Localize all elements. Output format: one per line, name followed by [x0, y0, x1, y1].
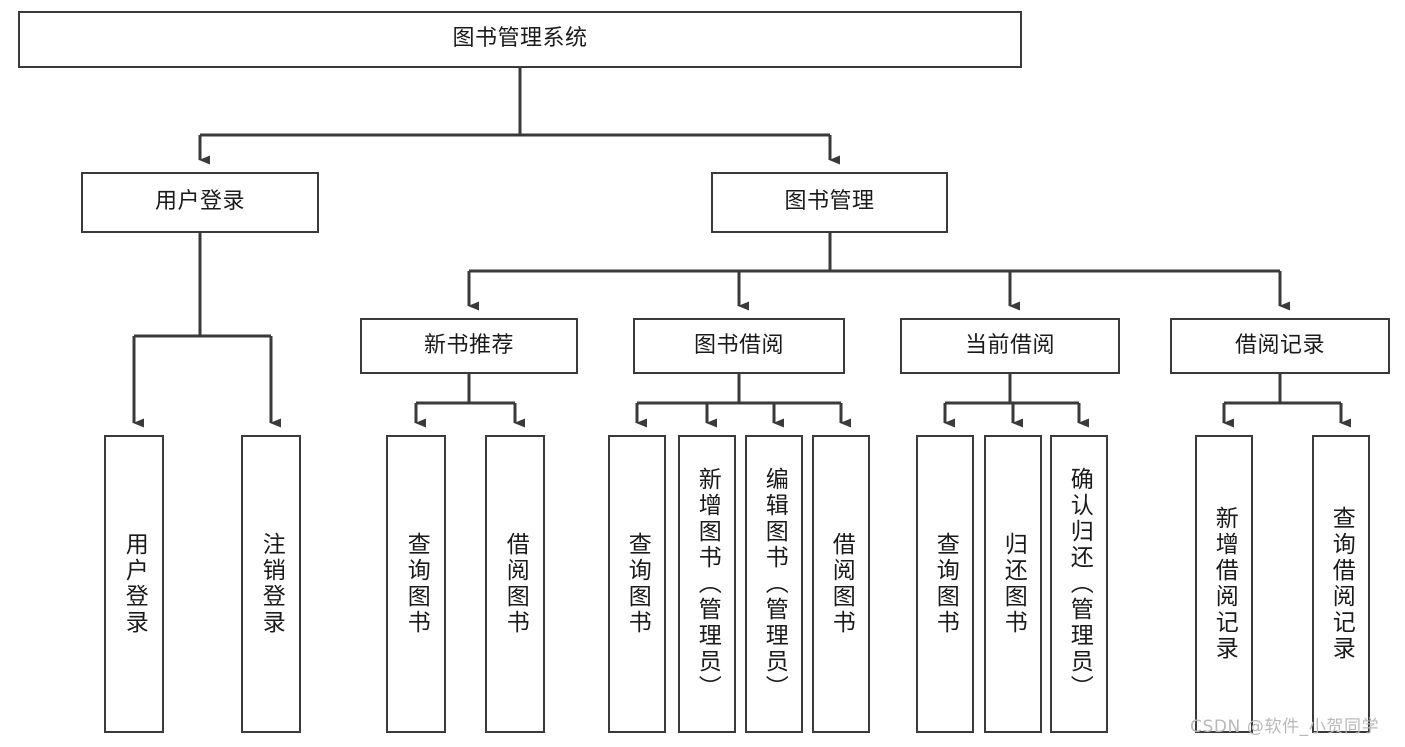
node-root-system[interactable]: 图书管理系统 — [18, 11, 1022, 68]
node-label: 新书推荐 — [423, 332, 514, 358]
watermark-text: CSDN @软件_小贺同学 — [1190, 717, 1380, 737]
node-leaf-br-add-record[interactable]: 新增借阅记录 — [1195, 435, 1253, 733]
node-label: 新增借阅记录 — [1211, 506, 1238, 662]
node-leaf-cb-return-book[interactable]: 归还图书 — [984, 435, 1042, 733]
node-borrow-record[interactable]: 借阅记录 — [1170, 318, 1390, 374]
node-leaf-br-query-record[interactable]: 查询借阅记录 — [1312, 435, 1370, 733]
node-current-borrow[interactable]: 当前借阅 — [900, 318, 1120, 374]
node-leaf-bb-edit-book-admin[interactable]: 编辑图书（管理员） — [745, 435, 803, 733]
node-label: 借阅记录 — [1234, 332, 1325, 358]
node-leaf-bb-borrow-book[interactable]: 借阅图书 — [812, 435, 870, 733]
node-label: 注销登录 — [258, 532, 285, 636]
node-leaf-bb-add-book-admin[interactable]: 新增图书（管理员） — [678, 435, 736, 733]
node-leaf-rec-borrow-book[interactable]: 借阅图书 — [485, 435, 545, 733]
node-label: 确认归还（管理员） — [1066, 467, 1093, 701]
node-leaf-cb-confirm-return-admin[interactable]: 确认归还（管理员） — [1050, 435, 1108, 733]
node-label: 用户登录 — [121, 532, 148, 636]
node-label: 图书管理 — [784, 189, 875, 215]
node-new-book-recommendation[interactable]: 新书推荐 — [360, 318, 578, 374]
node-label: 图书借阅 — [693, 332, 784, 358]
node-leaf-bb-query-book[interactable]: 查询图书 — [608, 435, 666, 733]
node-label: 查询借阅记录 — [1328, 506, 1355, 662]
node-book-borrow[interactable]: 图书借阅 — [633, 318, 845, 374]
node-label: 归还图书 — [1000, 532, 1027, 636]
node-label: 当前借阅 — [964, 332, 1055, 358]
node-leaf-cb-query-book[interactable]: 查询图书 — [916, 435, 974, 733]
node-label: 借阅图书 — [502, 532, 529, 636]
node-label: 用户登录 — [154, 189, 245, 215]
node-label: 查询图书 — [932, 532, 959, 636]
node-leaf-rec-query-book[interactable]: 查询图书 — [386, 435, 446, 733]
node-leaf-user-login[interactable]: 用户登录 — [104, 435, 164, 733]
node-label: 借阅图书 — [828, 532, 855, 636]
node-user-login[interactable]: 用户登录 — [81, 172, 319, 233]
node-leaf-logout[interactable]: 注销登录 — [241, 435, 301, 733]
node-book-manage[interactable]: 图书管理 — [711, 172, 948, 233]
node-label: 编辑图书（管理员） — [761, 467, 788, 701]
node-label: 图书管理系统 — [452, 26, 588, 52]
node-label: 查询图书 — [403, 532, 430, 636]
node-label: 新增图书（管理员） — [694, 467, 721, 701]
node-label: 查询图书 — [624, 532, 651, 636]
